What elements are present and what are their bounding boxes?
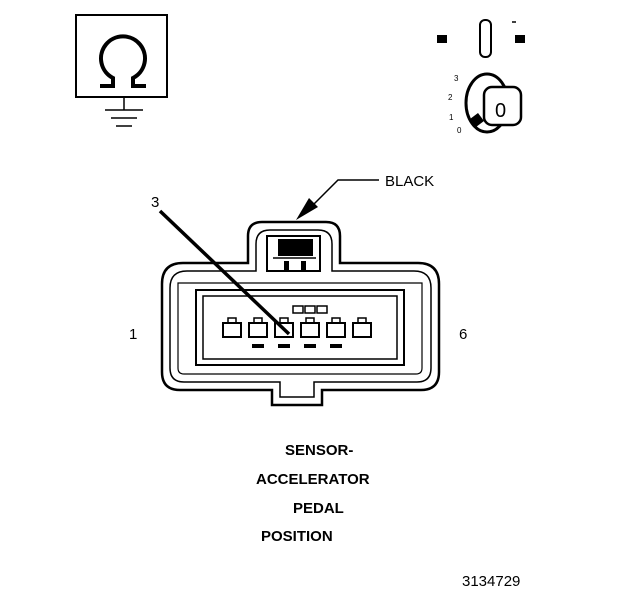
connector-color-label: BLACK xyxy=(385,173,434,190)
terminal-cavity-1 xyxy=(222,317,242,338)
ignition-position-1: 1 xyxy=(449,113,454,122)
terminal-cavity-5 xyxy=(326,317,346,348)
connector-latch xyxy=(266,235,321,272)
ohmmeter-icon xyxy=(75,14,168,127)
pin-callout-leader xyxy=(158,209,291,336)
ignition-key-label: 0 xyxy=(495,100,506,122)
component-name-line-3: PEDAL xyxy=(293,500,344,517)
pin-callout-label: 3 xyxy=(151,194,159,211)
pin-6-label: 6 xyxy=(459,326,467,343)
component-name-line-1: SENSOR- xyxy=(285,442,353,459)
ignition-key-icon: 3 2 1 0 0 xyxy=(437,19,525,135)
terminal-cavity-6 xyxy=(352,317,372,338)
ignition-position-0: 0 xyxy=(457,126,462,135)
component-name-line-4: POSITION xyxy=(261,528,333,545)
ignition-position-3: 3 xyxy=(454,74,459,83)
terminal-cavity-3 xyxy=(274,317,294,348)
component-name-line-2: ACCELERATOR xyxy=(256,471,370,488)
color-callout-leader xyxy=(296,179,379,220)
ignition-position-2: 2 xyxy=(448,93,453,102)
figure-number: 3134729 xyxy=(462,573,520,590)
pin-1-label: 1 xyxy=(129,326,137,343)
terminal-cavity-4 xyxy=(300,317,320,348)
terminal-cavity-2 xyxy=(248,317,268,348)
cavity-key-marks xyxy=(292,305,328,314)
